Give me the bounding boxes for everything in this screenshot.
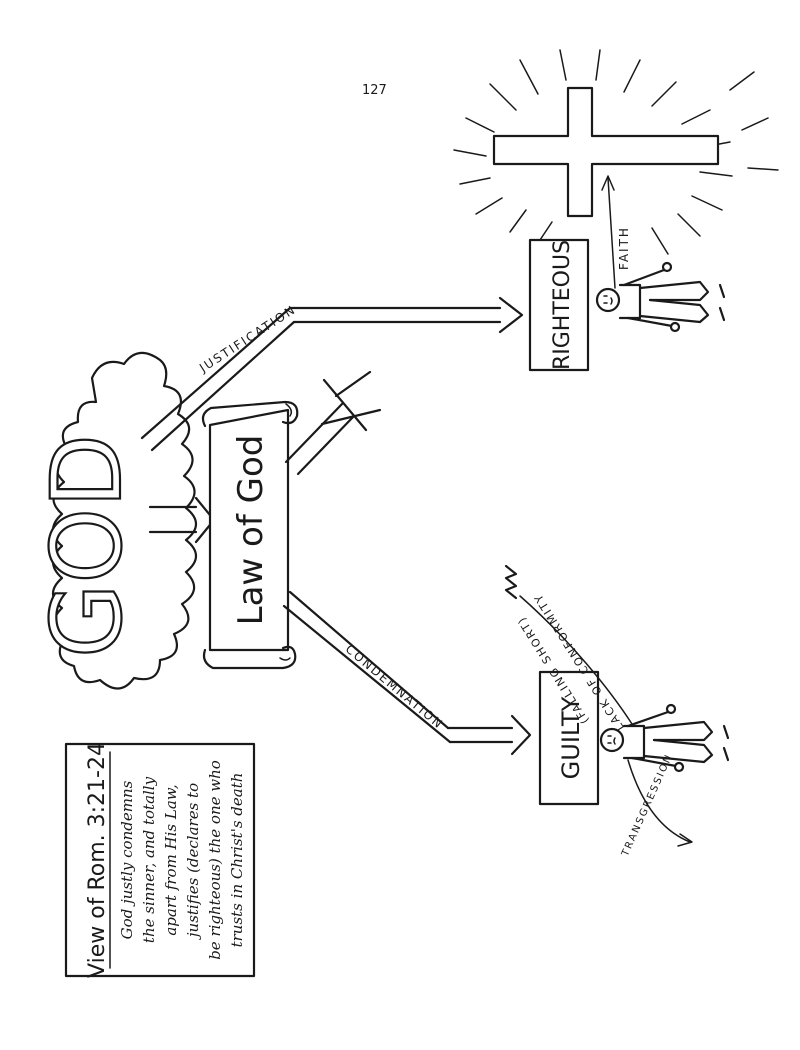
svg-text:the sinner, and totally: the sinner, and totally [140,776,158,943]
law-scroll: Law of God [201,400,299,670]
god-cloud: GOD [30,351,198,690]
svg-text:Law of God: Law of God [231,435,271,626]
svg-text:GOD: GOD [31,434,143,658]
condemnation-label: CONDEMNATION [343,642,447,732]
cross-icon [453,49,779,255]
view-line-1: God justly condemns [118,780,136,939]
guilty-label: GUILTY [557,696,585,779]
svg-text:apart from His Law,: apart from His Law, [162,784,180,935]
view-line-3: apart from His Law, [162,784,180,935]
view-line-6: trusts in Christ's death [228,773,246,948]
law-label: Law of God [231,435,271,626]
righteous-label: RIGHTEOUS [550,240,575,370]
faith-line: FAITH [601,175,631,289]
view-line-4: justifies (declares to [184,783,202,940]
svg-text:RIGHTEOUS: RIGHTEOUS [550,240,575,370]
svg-text:GUILTY: GUILTY [557,696,585,779]
condemnation-path: CONDEMNATION [282,590,532,756]
blocked-path [284,370,382,476]
justification-path: JUSTIFICATION [140,296,524,452]
view-line-2: the sinner, and totally [140,776,158,943]
righteous-figure [595,261,726,333]
svg-text:CONDEMNATION: CONDEMNATION [343,642,447,732]
god-label: GOD [30,433,144,659]
svg-text:View of Rom. 3:21-24: View of Rom. 3:21-24 [85,742,110,978]
svg-text:FAITH: FAITH [617,226,631,270]
righteous-box: RIGHTEOUS [528,238,590,372]
lack-of-conformity-curve: LACK OF CONFORMITY (FALLING SHORT) [504,564,633,733]
page-number: 127 [362,83,387,98]
blocked-x-mark [322,378,368,432]
view-box: View of Rom. 3:21-24 God justly condemns… [64,742,256,978]
view-title: View of Rom. 3:21-24 [85,742,110,978]
guilty-figure [599,703,730,773]
view-line-5: be righteous) the one who [206,760,224,960]
svg-text:God justly condemns: God justly condemns [118,780,136,939]
svg-text:be righteous) the one who: be righteous) the one who [206,760,224,960]
transgression-label: TRANSGRESSION [620,752,676,859]
svg-text:trusts in Christ's death: trusts in Christ's death [228,773,246,948]
faith-label: FAITH [617,226,631,270]
svg-text:TRANSGRESSION: TRANSGRESSION [620,752,676,859]
cross-rays [453,49,779,255]
svg-text:justifies (declares to: justifies (declares to [184,783,202,940]
guilty-box: GUILTY [538,670,600,806]
